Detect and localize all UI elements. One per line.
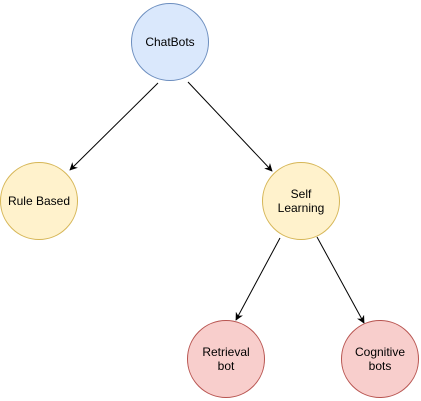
edge-self-learning-to-cognitive-bots <box>316 236 365 324</box>
node-label: Rule Based <box>7 194 71 208</box>
node-chatbots: ChatBots <box>131 3 209 81</box>
edge-chatbots-to-rule-based <box>69 82 159 171</box>
node-retrieval-bot: Retrieval bot <box>187 320 265 398</box>
edge-self-learning-to-retrieval-bot <box>235 237 281 321</box>
node-self-learning: Self Learning <box>262 162 340 240</box>
node-label: ChatBots <box>145 35 195 49</box>
node-label: Retrieval bot <box>202 345 250 373</box>
node-label: Cognitive bots <box>354 345 406 373</box>
node-cognitive-bots: Cognitive bots <box>341 320 419 398</box>
node-rule-based: Rule Based <box>0 162 78 240</box>
node-label: Self Learning <box>277 187 325 215</box>
edge-chatbots-to-self-learning <box>187 81 273 172</box>
